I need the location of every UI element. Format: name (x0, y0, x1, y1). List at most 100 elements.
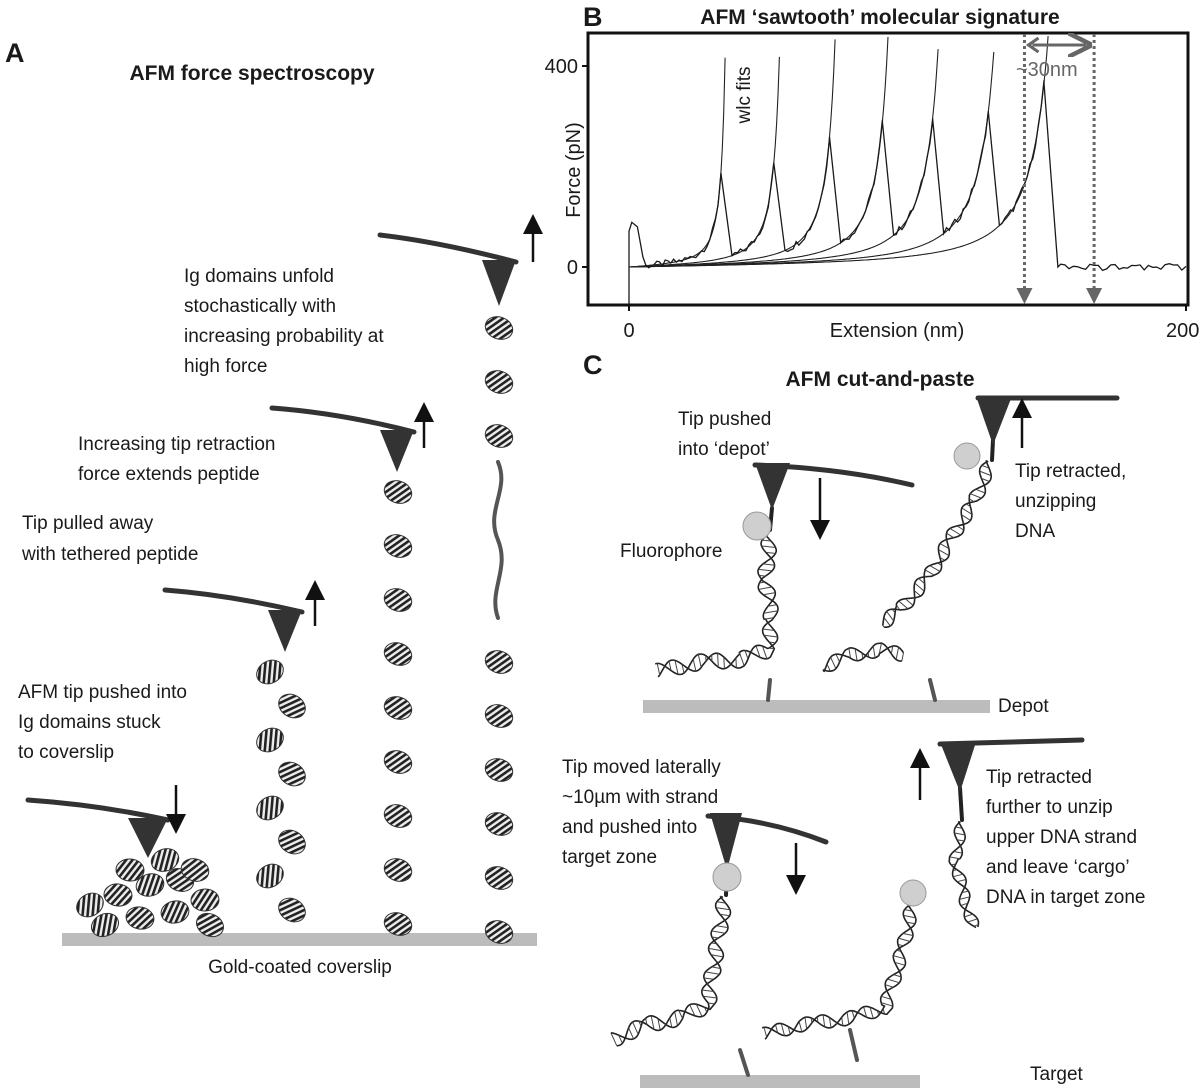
y-axis-label: Force (pN) (563, 122, 585, 218)
depot-label: Depot (998, 696, 1049, 717)
ig-domain (484, 812, 514, 836)
dna-base-pairs (763, 903, 916, 1038)
ig-domain (190, 888, 220, 912)
x-axis-label: Extension (nm) (830, 320, 965, 342)
step3-caption: Increasing tip retraction force extends … (78, 434, 281, 485)
tip-linkers (724, 438, 995, 897)
afm-tip (940, 742, 976, 792)
fluorophore-label: Fluorophore (620, 541, 722, 562)
wlc-fit-curve (629, 36, 889, 268)
ig-domain (383, 696, 413, 720)
ig-domain (278, 829, 306, 855)
coverslip-label: Gold-coated coverslip (208, 957, 392, 978)
ig-domain (484, 650, 514, 674)
afm-tip (268, 610, 302, 652)
chart-title: AFM ‘sawtooth’ molecular signature (700, 6, 1059, 29)
ig-domain (150, 848, 180, 872)
ig-domain (383, 804, 413, 828)
afm-tip (710, 813, 742, 870)
panel-a-letter: A (5, 38, 25, 68)
ig-domain (256, 659, 284, 685)
dna-backbone (948, 820, 980, 928)
ig-domain (278, 897, 306, 923)
dna-base-pairs (610, 895, 731, 1047)
panel-c-letter: C (583, 350, 603, 380)
target-retract-caption: Tip retracted further to unzip upper DNA… (986, 767, 1145, 908)
ig-domain (484, 424, 514, 448)
panel-b: B AFM ‘sawtooth’ molecular signature 400… (545, 2, 1200, 342)
panel-b-letter: B (583, 2, 603, 32)
wlc-fits-label: wlc fits (734, 67, 755, 125)
afm-cantilever-4 (377, 214, 543, 306)
ig-domain (125, 906, 155, 930)
dna-backbone (884, 460, 993, 628)
chart-marks (582, 34, 1187, 311)
afm-tip (482, 260, 516, 306)
ig-domain (383, 534, 413, 558)
target-push-caption: Tip moved laterally ~10µm with strand an… (562, 757, 726, 868)
spacing-label: ~30nm (1016, 59, 1078, 81)
ig-domain (135, 873, 165, 897)
panel-c-title: AFM cut-and-paste (786, 368, 975, 391)
ig-domain (383, 912, 413, 936)
arrow-down-icon (1016, 288, 1033, 304)
ig-domain (278, 761, 306, 787)
ig-domain (160, 900, 190, 924)
dna-base-pairs (949, 820, 979, 927)
step4-caption: Ig domains unfold stochastically with in… (184, 266, 389, 377)
target-surface (640, 1075, 920, 1088)
ig-domain (484, 758, 514, 782)
force-trace (628, 80, 1187, 305)
ig-domain (256, 863, 284, 889)
panel-a: A AFM force spectroscopy Ig domains unfo… (5, 38, 543, 978)
afm-cantilever-1 (25, 785, 186, 858)
ig-domain (278, 693, 306, 719)
dna-base-pairs (882, 459, 992, 628)
x-tick-label: 200 (1166, 320, 1199, 342)
afm-tip (976, 396, 1012, 445)
target-label: Target (1030, 1064, 1084, 1085)
afm-tip (128, 818, 168, 858)
depot-surface (643, 700, 990, 713)
unfolded-peptide (492, 460, 504, 620)
panel-c: C AFM cut-and-paste Tip pushed into ‘dep… (562, 350, 1145, 1088)
ig-domains (76, 316, 514, 944)
ig-domain (484, 316, 514, 340)
ig-domain (115, 858, 145, 882)
wlc-fit-curve (629, 39, 836, 268)
dna-backbone (761, 903, 914, 1037)
ig-domain (383, 588, 413, 612)
afm-cantilever-3 (269, 402, 434, 472)
ig-domain (484, 704, 514, 728)
dna-backbone (616, 895, 729, 1047)
dna-base-pairs (822, 643, 904, 673)
panel-a-title: AFM force spectroscopy (129, 62, 374, 85)
y-tick-label: 400 (545, 56, 578, 78)
surface-anchors (738, 678, 937, 1077)
ig-domain (484, 866, 514, 890)
afm-cantilever-2 (162, 580, 325, 652)
dna-backbone (882, 460, 989, 626)
afm-cantilever-target-push (705, 813, 829, 895)
x-tick-label: 0 (623, 320, 634, 342)
afm-cantilever-depot-push (752, 462, 915, 540)
ig-domain (256, 727, 284, 753)
ig-domain (76, 892, 104, 918)
fluorophore-icon (712, 862, 742, 892)
wlc-fit-curve (629, 51, 995, 268)
afm-cantilever-target-retract (910, 737, 1085, 800)
dna-backbone (655, 534, 779, 676)
depot-push-caption: Tip pushed into ‘depot’ (678, 409, 777, 460)
step2-caption: Tip pulled away with tethered peptide (21, 513, 198, 565)
wlc-fit-curve (629, 36, 1049, 268)
coverslip (62, 933, 537, 946)
fluorophore-icon (899, 879, 927, 907)
arrow-right-icon (1079, 36, 1093, 54)
arrow-down-icon (1086, 288, 1103, 304)
plot-frame (586, 31, 1190, 307)
step1-caption: AFM tip pushed into Ig domains stuck to … (18, 682, 192, 763)
afm-cantilever-depot-retract (975, 395, 1120, 448)
wlc-fit-curve (628, 56, 780, 268)
depot-retract-caption: Tip retracted, unzipping DNA (1015, 461, 1132, 542)
